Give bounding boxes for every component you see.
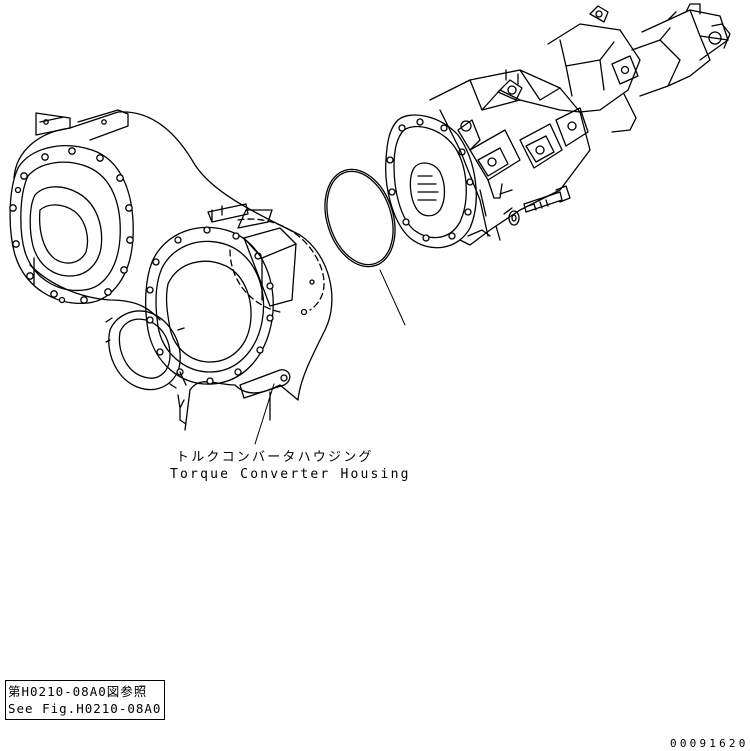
left-flange-bolts [10, 148, 133, 303]
bolt-and-washer [496, 186, 570, 240]
o-ring [313, 160, 407, 325]
reference-box: 第H0210-08A0図参照 See Fig.H0210-08A0 [5, 680, 165, 720]
reference-en: See Fig.H0210-08A0 [8, 701, 162, 716]
right-bell-flange [146, 227, 274, 384]
housing-bracket-right [78, 110, 128, 140]
document-number: 00091620 [670, 737, 749, 750]
left-bell-flange [10, 146, 133, 304]
hydraulic-pump-assembly [386, 4, 730, 248]
right-flange-bolts [147, 227, 273, 384]
torque-converter-housing [10, 110, 332, 444]
reference-jp: 第H0210-08A0図参照 [8, 684, 148, 699]
housing-label-jp: トルクコンバータハウジング [176, 450, 374, 465]
housing-label-en: Torque Converter Housing [170, 467, 411, 482]
